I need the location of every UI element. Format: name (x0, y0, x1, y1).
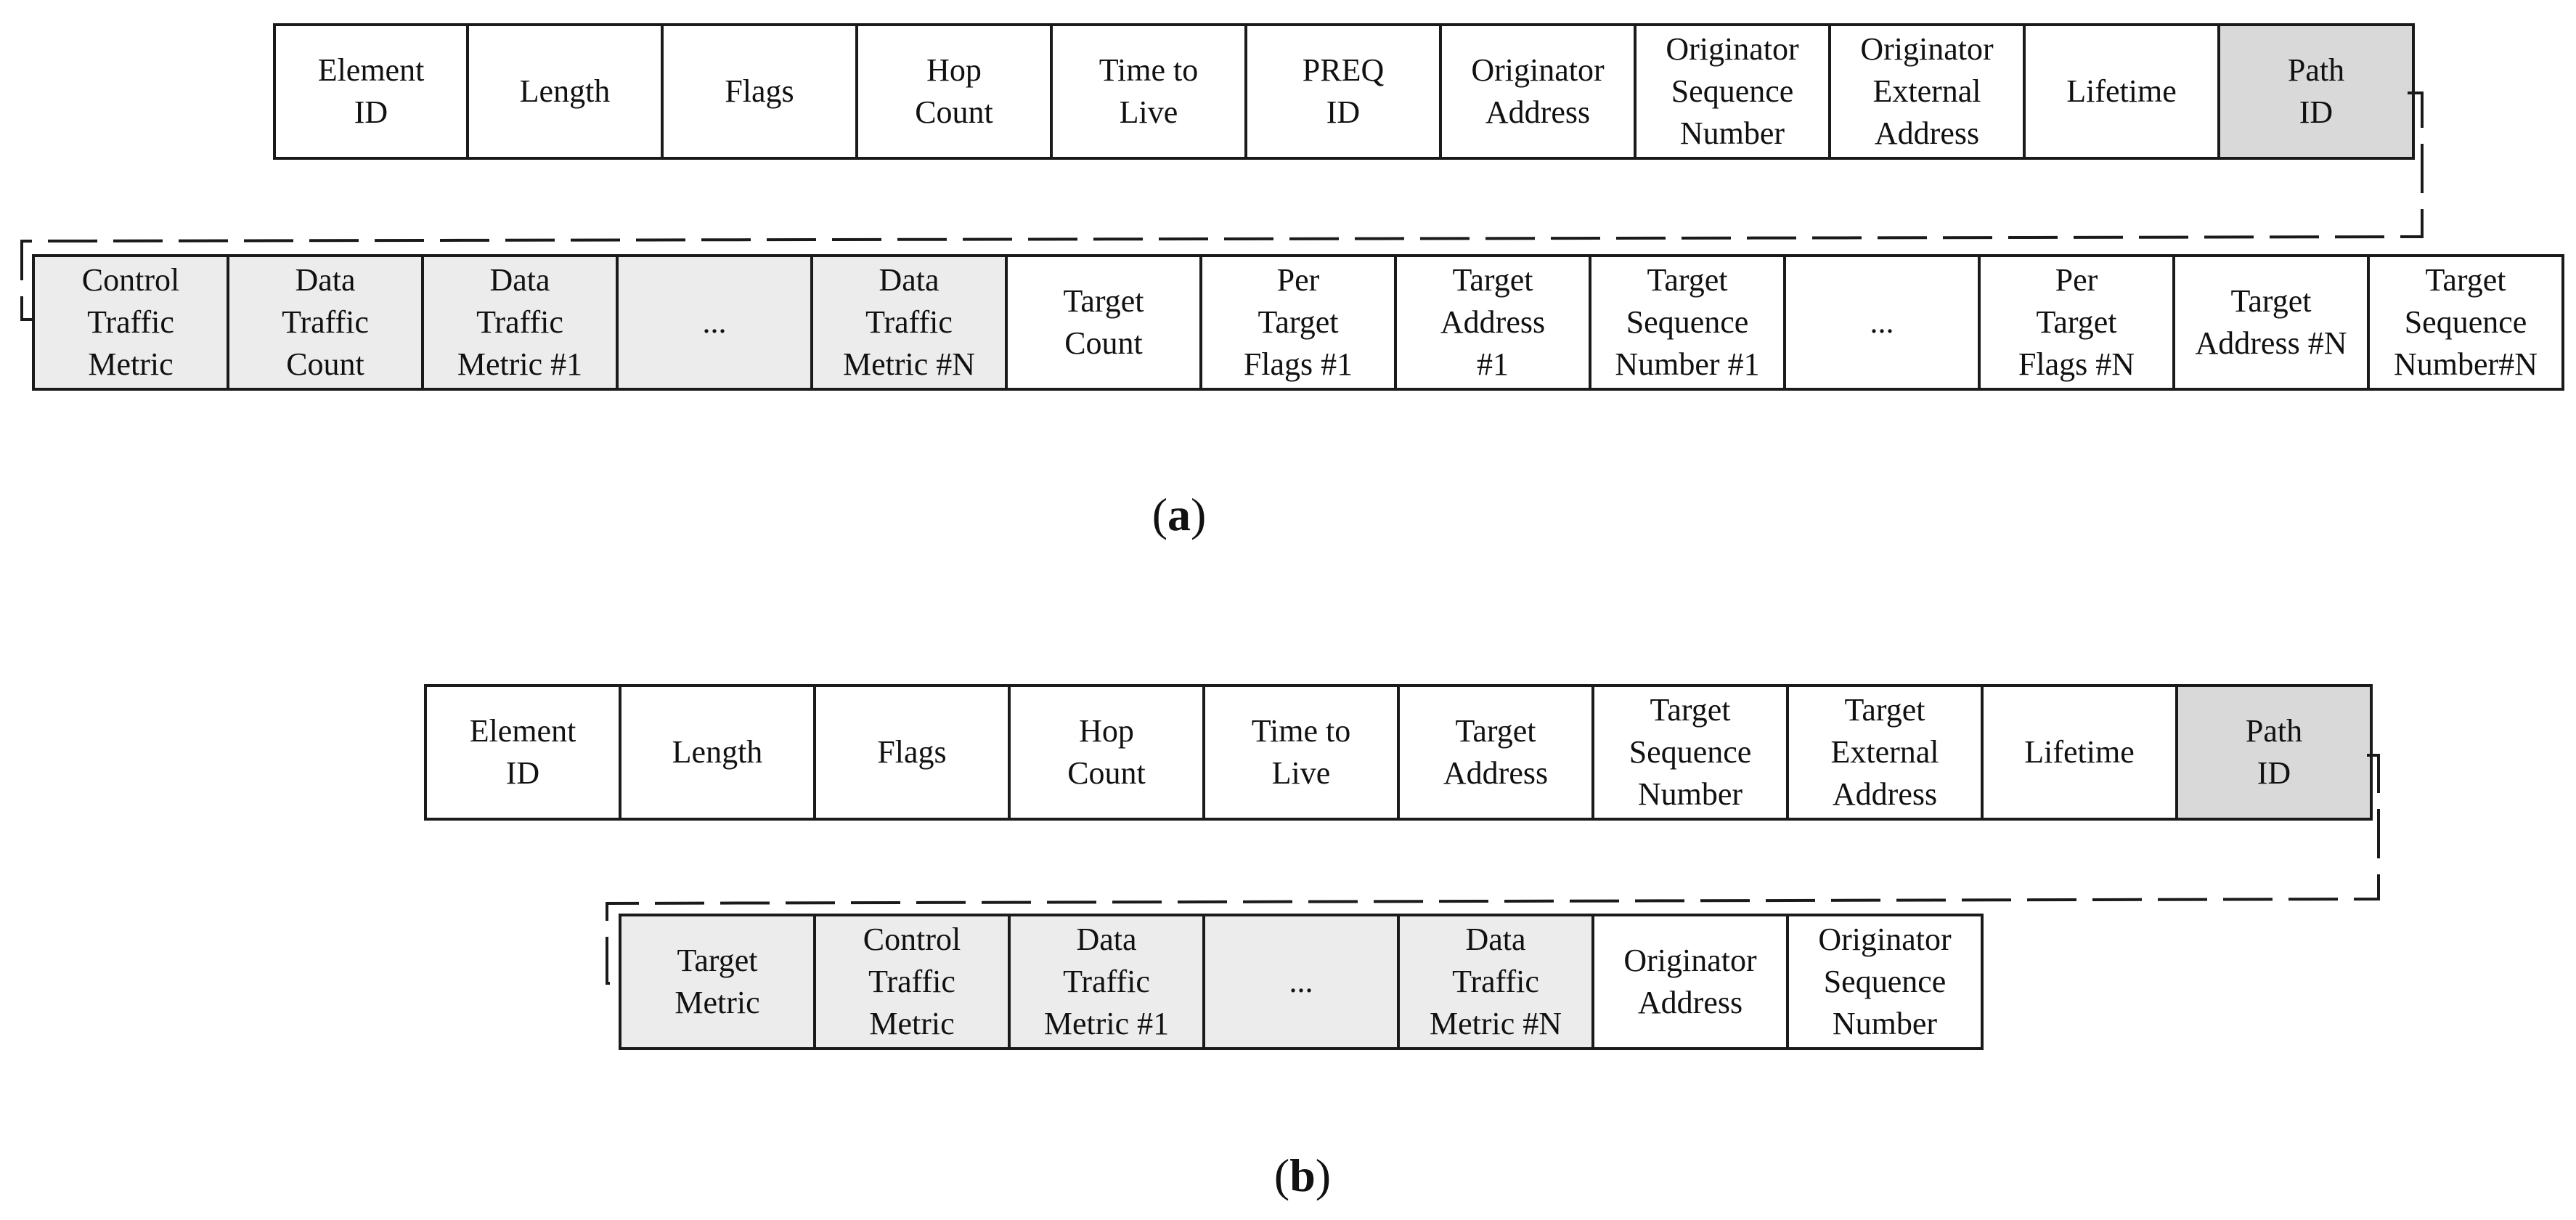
b-bottom-field-originator-sequence-number: Originator Sequence Number (1789, 916, 1981, 1047)
caption-a-letter: a (1167, 489, 1191, 540)
a-bottom-field-ellipsis-metrics: ... (619, 257, 813, 388)
a-bottom-field-per-target-flags-1: Per Target Flags #1 (1202, 257, 1397, 388)
a-top-field-element-id: Element ID (276, 26, 469, 157)
b-top-field-target-address: Target Address (1400, 687, 1594, 818)
a-bottom-field-target-sequence-number-n: Target Sequence Number#N (2370, 257, 2561, 388)
b-bottom-field-control-traffic-metric: Control Traffic Metric (816, 916, 1011, 1047)
b-bottom-field-data-traffic-metric-1: Data Traffic Metric #1 (1011, 916, 1205, 1047)
a-bottom-field-data-traffic-count: Data Traffic Count (229, 257, 424, 388)
a-top-field-originator-address: Originator Address (1442, 26, 1637, 157)
caption-a: (a) (1152, 489, 1207, 540)
b-bottom-field-originator-address: Originator Address (1594, 916, 1789, 1047)
b-bottom-field-target-metric: Target Metric (621, 916, 816, 1047)
a-bottom-field-target-address-n: Target Address #N (2175, 257, 2370, 388)
b-top-field-path-id: Path ID (2178, 687, 2370, 818)
b-bottom-field-data-traffic-metric-n: Data Traffic Metric #N (1400, 916, 1594, 1047)
a-top-field-path-id: Path ID (2220, 26, 2412, 157)
b-top-field-flags: Flags (816, 687, 1011, 818)
diagram-a-bottom-row: Control Traffic Metric Data Traffic Coun… (32, 254, 2564, 391)
diagram-b-top-row: Element ID Length Flags Hop Count Time t… (424, 684, 2373, 821)
b-top-field-target-external-address: Target External Address (1789, 687, 1984, 818)
a-top-field-originator-external-address: Originator External Address (1831, 26, 2026, 157)
a-bottom-field-control-traffic-metric: Control Traffic Metric (35, 257, 229, 388)
a-bottom-field-per-target-flags-n: Per Target Flags #N (1981, 257, 2175, 388)
diagram-b-bottom-row: Target Metric Control Traffic Metric Dat… (619, 914, 1984, 1050)
a-bottom-field-data-traffic-metric-n: Data Traffic Metric #N (813, 257, 1008, 388)
a-top-field-time-to-live: Time to Live (1053, 26, 1247, 157)
a-top-field-flags: Flags (664, 26, 858, 157)
diagram-a-top-row: Element ID Length Flags Hop Count Time t… (273, 23, 2415, 160)
a-bottom-field-target-sequence-number-1: Target Sequence Number #1 (1591, 257, 1786, 388)
a-bottom-field-target-count: Target Count (1008, 257, 1202, 388)
caption-b-letter: b (1289, 1150, 1316, 1201)
a-top-field-hop-count: Hop Count (858, 26, 1053, 157)
b-top-field-target-sequence-number: Target Sequence Number (1594, 687, 1789, 818)
a-bottom-field-target-address-1: Target Address #1 (1397, 257, 1591, 388)
b-top-field-element-id: Element ID (427, 687, 621, 818)
b-top-field-length: Length (621, 687, 816, 818)
b-top-field-hop-count: Hop Count (1011, 687, 1205, 818)
a-bottom-field-data-traffic-metric-1: Data Traffic Metric #1 (424, 257, 619, 388)
b-top-field-lifetime: Lifetime (1984, 687, 2178, 818)
b-top-field-time-to-live: Time to Live (1205, 687, 1400, 818)
b-bottom-field-ellipsis-metrics: ... (1205, 916, 1400, 1047)
a-top-field-lifetime: Lifetime (2026, 26, 2220, 157)
a-bottom-field-ellipsis-targets: ... (1786, 257, 1981, 388)
a-top-field-preq-id: PREQ ID (1247, 26, 1442, 157)
caption-b: (b) (1273, 1150, 1332, 1201)
a-top-field-length: Length (469, 26, 664, 157)
a-top-field-originator-sequence-number: Originator Sequence Number (1637, 26, 1831, 157)
